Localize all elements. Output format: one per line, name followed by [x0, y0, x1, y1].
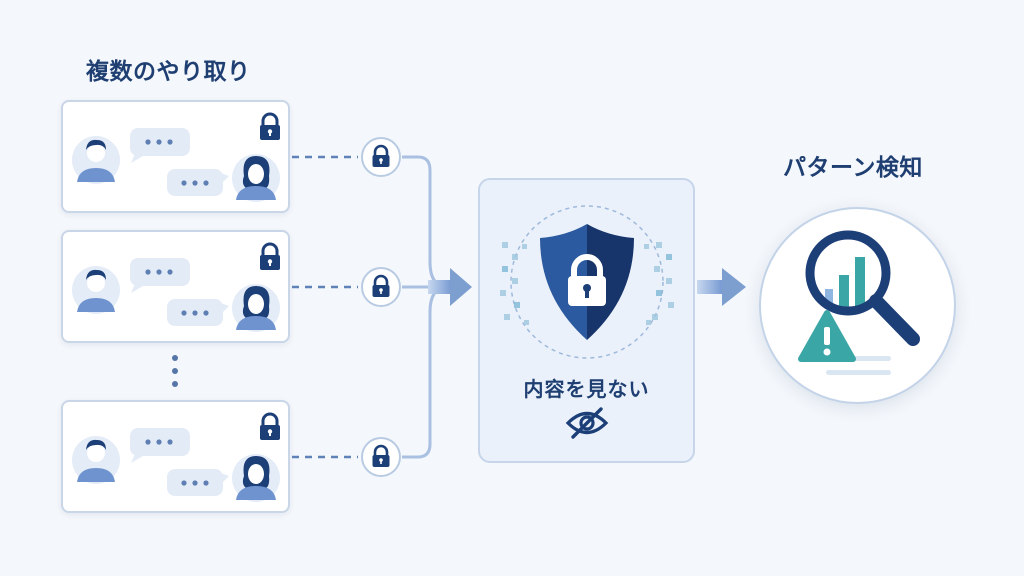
warning-triangle-icon [798, 310, 856, 362]
lock-icon [372, 444, 390, 467]
eye-slash-icon [565, 407, 609, 439]
speech-bubble-right [167, 469, 229, 496]
lock-icon [260, 412, 280, 440]
man-avatar-icon [72, 436, 120, 484]
magnifier-icon [805, 230, 920, 346]
speech-bubble-left [130, 428, 190, 463]
merge-curve-top [402, 155, 449, 289]
lock-icon [372, 274, 390, 297]
conversation-card [61, 400, 290, 513]
speech-bubble-right [167, 169, 229, 196]
speech-bubble-left [130, 128, 190, 163]
arrow-out-head [722, 268, 746, 306]
vertical-ellipsis-icon [172, 355, 180, 394]
woman-avatar-icon [232, 154, 280, 202]
woman-avatar-icon [232, 284, 280, 332]
privacy-box: 内容を見ない [478, 178, 695, 463]
center-label: 内容を見ない [523, 377, 650, 401]
lock-icon [260, 242, 280, 270]
man-avatar-icon [72, 266, 120, 314]
arrow-into-center-shaft [428, 280, 454, 294]
lock-icon [260, 112, 280, 140]
shield-lock-icon [500, 205, 674, 359]
man-avatar-icon [72, 136, 120, 184]
merge-curve-bottom [402, 285, 449, 459]
pattern-detection-heading: パターン検知 [783, 155, 923, 181]
speech-bubble-left [130, 258, 190, 293]
bar-chart-icon [825, 257, 865, 309]
connector-lock [361, 267, 401, 307]
speech-bubble-right [167, 299, 229, 326]
arrow-into-center-head [450, 268, 472, 306]
arrow-out-shaft [697, 280, 725, 294]
conversation-card [61, 100, 290, 213]
connector-lock [361, 137, 401, 177]
woman-avatar-icon [232, 454, 280, 502]
conversation-card [61, 230, 290, 343]
lock-icon [372, 144, 390, 167]
connector-lock [361, 437, 401, 477]
pattern-detection-circle [759, 207, 956, 404]
conversations-heading: 複数のやり取り [86, 59, 251, 85]
